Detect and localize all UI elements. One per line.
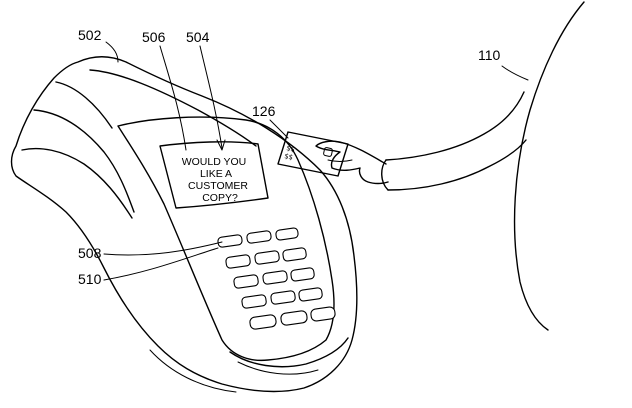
screen-line-4: COPY?	[202, 192, 238, 204]
terminal-side-contour-3	[55, 81, 113, 129]
keypad-key	[262, 270, 288, 285]
keypad-key	[270, 290, 296, 305]
ref-508: 508	[78, 245, 102, 261]
leader-504	[199, 45, 223, 149]
terminal-side-contour-1	[21, 147, 133, 219]
screen-line-2: LIKE A	[200, 168, 232, 180]
terminal-side-contour-2	[33, 109, 135, 213]
keypad-key	[310, 306, 336, 322]
card-outline	[277, 131, 349, 177]
keypad-key	[254, 250, 280, 265]
terminal-base-curve	[149, 349, 237, 393]
leader-126	[269, 119, 289, 139]
hand	[315, 140, 389, 185]
sleeve-upper-edge	[385, 91, 525, 161]
card-text-2: $$	[284, 152, 294, 162]
reference-labels: 502 506 504 126 110 508 510	[78, 27, 529, 287]
keypad-key	[280, 310, 308, 326]
keypad-key	[275, 227, 299, 241]
terminal-body-outline	[10, 56, 358, 393]
ref-506: 506	[142, 29, 166, 45]
leader-110	[501, 65, 529, 81]
keypad	[217, 227, 336, 330]
keypad-key	[298, 287, 323, 302]
keypad-key	[241, 294, 267, 309]
card-text-1: $$	[286, 144, 296, 154]
ref-504: 504	[186, 29, 210, 45]
ref-110: 110	[478, 47, 501, 63]
keypad-key	[282, 247, 307, 262]
ref-502: 502	[78, 27, 102, 43]
customer-body-outline	[513, 1, 585, 331]
hand-finger-line	[327, 159, 353, 162]
keypad-key	[225, 254, 251, 269]
display-screen	[159, 141, 269, 209]
sleeve-cuff	[381, 159, 389, 191]
payment-card: $$ $$	[277, 131, 349, 177]
screen-line-1: WOULD YOU	[182, 156, 247, 168]
payment-terminal: WOULD YOU LIKE A CUSTOMER COPY?	[10, 56, 358, 393]
ref-510: 510	[78, 271, 102, 287]
terminal-top-rim	[89, 69, 257, 147]
ref-126: 126	[252, 103, 276, 119]
leader-510	[103, 247, 219, 281]
keypad-key	[290, 267, 315, 282]
terminal-bottom-lip	[229, 337, 349, 368]
sleeve-lower-edge	[387, 139, 527, 191]
leader-506	[159, 45, 187, 151]
keypad-key	[217, 234, 243, 248]
screen-line-3: CUSTOMER	[188, 180, 248, 192]
keypad-key	[249, 314, 277, 330]
leader-502	[105, 41, 119, 63]
leader-508	[103, 241, 223, 256]
screen-text: WOULD YOU LIKE A CUSTOMER COPY?	[182, 156, 249, 204]
card-chip	[323, 147, 333, 157]
keypad-key	[233, 274, 259, 289]
terminal-bottom-lip-inner	[237, 361, 319, 375]
customer	[315, 1, 585, 331]
keypad-key	[246, 230, 272, 244]
terminal-face-panel	[117, 116, 335, 362]
leader-504-arrowhead	[216, 139, 226, 151]
